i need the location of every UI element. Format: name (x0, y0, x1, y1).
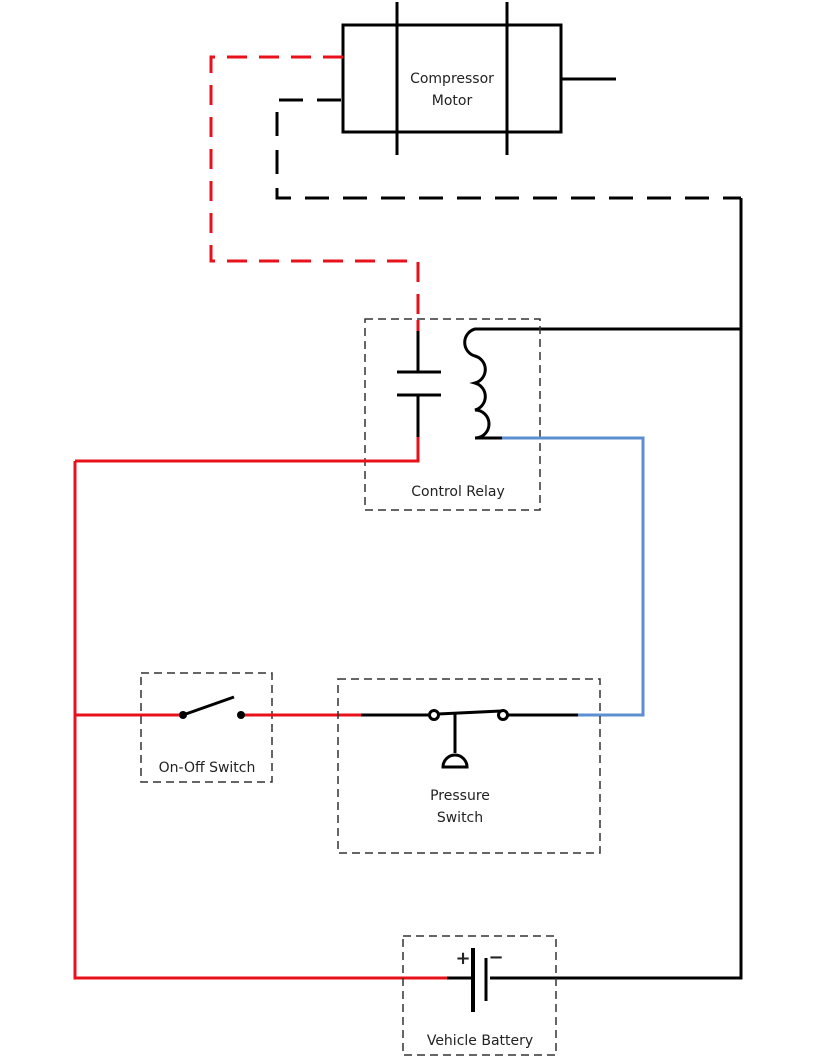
on-off-switch-box (140, 672, 273, 783)
relay-label: Control Relay (411, 484, 505, 500)
wire-motor-negative-dashed (275, 98, 741, 200)
wire-positive-bus (73, 461, 447, 980)
battery-label: Vehicle Battery (427, 1033, 533, 1049)
wire-ground-bus (490, 198, 743, 980)
pressure-switch-box (337, 678, 601, 854)
wire-control-blue (502, 436, 645, 717)
on-off-switch-symbol[interactable] (179, 695, 245, 719)
battery-minus-sign: − (488, 947, 503, 968)
battery-box (402, 935, 557, 1056)
compressor-motor (341, 2, 616, 155)
battery-plus-sign: + (455, 948, 470, 969)
control-relay-box (364, 318, 541, 511)
motor-label-1: Compressor (410, 71, 494, 87)
relay-contact (75, 320, 441, 463)
battery-symbol (447, 948, 488, 1012)
relay-coil (463, 327, 502, 440)
pressure-switch-label-2: Switch (437, 810, 483, 826)
wire-motor-positive-dashed (209, 55, 420, 322)
pressure-switch-symbol (361, 709, 578, 769)
motor-label-2: Motor (432, 93, 473, 109)
on-off-switch-label: On-Off Switch (159, 760, 256, 776)
pressure-switch-label-1: Pressure (430, 788, 490, 804)
